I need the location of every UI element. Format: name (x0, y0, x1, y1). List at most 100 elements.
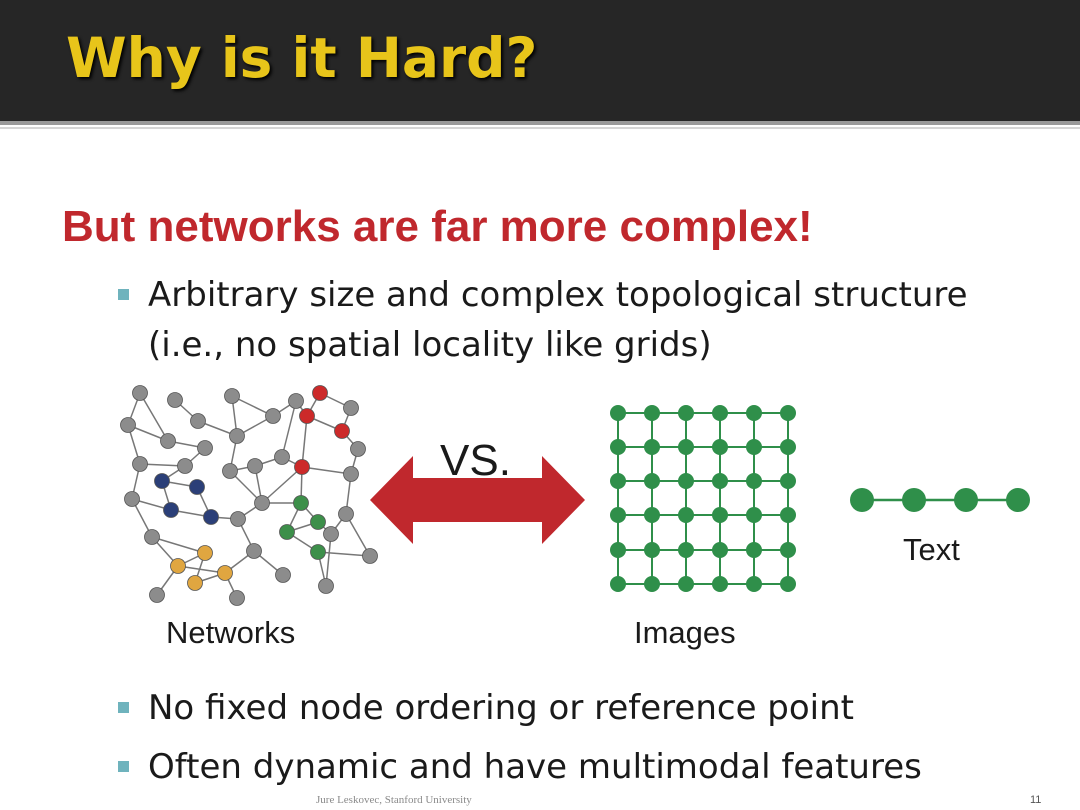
network-nodes (120, 385, 378, 606)
network-edge (301, 415, 308, 468)
grid-node (746, 507, 762, 523)
chain-node (902, 488, 926, 512)
network-node (299, 408, 315, 424)
network-node (362, 548, 378, 564)
chain-node (1006, 488, 1030, 512)
grid-node (712, 576, 728, 592)
title-divider-thin (0, 127, 1080, 129)
network-node (229, 590, 245, 606)
grid-node (746, 473, 762, 489)
network-node (163, 502, 179, 518)
grid-node (644, 473, 660, 489)
grid-node (746, 542, 762, 558)
vs-label: VS. (440, 436, 511, 485)
network-edge (325, 533, 332, 587)
network-node (132, 456, 148, 472)
page-number: 11 (1030, 794, 1042, 806)
slide-title: Why is it Hard? (66, 26, 538, 90)
grid-node (780, 439, 796, 455)
network-node (124, 491, 140, 507)
bullet-text: Often dynamic and have multimodal featur… (148, 747, 922, 787)
network-node (203, 509, 219, 525)
network-node (338, 506, 354, 522)
network-node (229, 428, 245, 444)
title-bar (0, 0, 1080, 121)
grid-node (780, 542, 796, 558)
grid-node (644, 507, 660, 523)
images-label: Images (634, 615, 736, 650)
network-edge (345, 513, 371, 557)
network-node (247, 458, 263, 474)
grid-node (610, 439, 626, 455)
chain-node (850, 488, 874, 512)
comparison-diagram (120, 385, 1030, 606)
title-divider (0, 121, 1080, 125)
grid-node (780, 473, 796, 489)
grid-node (610, 405, 626, 421)
network-node (312, 385, 328, 401)
grid-node (712, 405, 728, 421)
bullet-item: Often dynamic and have multimodal featur… (118, 742, 922, 792)
network-node (343, 466, 359, 482)
grid-node (678, 473, 694, 489)
grid-node (644, 576, 660, 592)
grid-node (746, 439, 762, 455)
grid-node (780, 507, 796, 523)
network-edges (127, 392, 371, 599)
network-node (334, 423, 350, 439)
grid-node (746, 405, 762, 421)
network-node (170, 558, 186, 574)
network-node (222, 463, 238, 479)
slide-footer: Jure Leskovec, Stanford University (316, 794, 472, 806)
grid-node (678, 405, 694, 421)
grid-node (712, 439, 728, 455)
chain-node (954, 488, 978, 512)
image-grid (610, 405, 796, 592)
grid-node (712, 507, 728, 523)
bullet-item: No fixed node ordering or reference poin… (118, 683, 854, 733)
grid-node (644, 542, 660, 558)
grid-node (678, 576, 694, 592)
grid-node (644, 405, 660, 421)
grid-node (678, 439, 694, 455)
network-node (293, 495, 309, 511)
network-node (294, 459, 310, 475)
bullet-item: Arbitrary size and complex topological s… (118, 270, 1053, 370)
network-edge (139, 392, 169, 442)
grid-node (678, 542, 694, 558)
bullet-text: Arbitrary size and complex topological s… (148, 275, 968, 365)
grid-node (780, 576, 796, 592)
networks-label: Networks (166, 615, 296, 650)
network-node (254, 495, 270, 511)
network-node (265, 408, 281, 424)
network-node (288, 393, 304, 409)
network-node (120, 417, 136, 433)
network-node (197, 440, 213, 456)
network-node (350, 441, 366, 457)
network-node (323, 526, 339, 542)
network-node (217, 565, 233, 581)
network-edge (301, 466, 352, 475)
network-node (246, 543, 262, 559)
grid-node (610, 542, 626, 558)
network-node (318, 578, 334, 594)
network-node (154, 473, 170, 489)
grid-node (780, 405, 796, 421)
network-node (149, 587, 165, 603)
text-label: Text (903, 532, 960, 567)
network-node (197, 545, 213, 561)
network-edge (177, 565, 226, 574)
network-edge (151, 536, 206, 554)
network-node (224, 388, 240, 404)
bullet-square-icon (118, 761, 129, 772)
network-node (275, 567, 291, 583)
grid-node (746, 576, 762, 592)
network-node (144, 529, 160, 545)
grid-node (644, 439, 660, 455)
grid-node (712, 473, 728, 489)
bullet-square-icon (118, 702, 129, 713)
network-node (190, 413, 206, 429)
grid-node (610, 576, 626, 592)
network-node (177, 458, 193, 474)
network-node (279, 524, 295, 540)
